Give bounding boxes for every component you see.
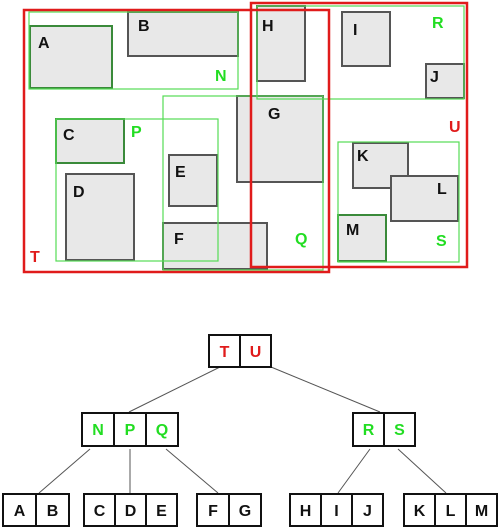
tree-cell-m-label: M — [475, 503, 488, 520]
edge-n-ab — [38, 448, 91, 494]
box-i — [341, 11, 391, 67]
box-f-label: F — [174, 231, 184, 248]
box-l — [390, 175, 459, 222]
group-u-label: U — [449, 119, 461, 136]
tree-cell-s — [383, 412, 416, 447]
tree-cell-t — [208, 334, 241, 368]
box-d-label: D — [73, 184, 85, 201]
tree-cell-r-label: R — [363, 422, 375, 439]
box-m-label: M — [346, 222, 359, 239]
edge-r-hij — [337, 448, 371, 494]
tree-cell-u — [239, 334, 272, 368]
box-e-label: E — [175, 164, 186, 181]
group-n-rect — [28, 11, 239, 90]
tree-node-rs: R S — [352, 412, 416, 447]
tree-leaf-fg: F G — [196, 493, 262, 527]
edge-root-rs — [270, 366, 381, 413]
tree-cell-c-label: C — [94, 503, 106, 520]
box-l-label: L — [437, 181, 447, 198]
group-p-rect — [55, 118, 219, 262]
edge-root-npq — [128, 366, 221, 413]
tree-root-node: T U — [208, 334, 272, 368]
group-p-label: P — [131, 124, 142, 141]
tree-cell-k — [403, 493, 436, 527]
tree-view: T U N P Q R S A B — [2, 334, 498, 527]
tree-cell-a-label: A — [14, 503, 26, 520]
box-i-label: I — [353, 22, 357, 39]
group-q-label: Q — [295, 231, 307, 248]
box-j-label: J — [430, 69, 439, 86]
tree-cell-n-label: N — [92, 422, 104, 439]
box-c-label: C — [63, 127, 75, 144]
group-q-rect — [162, 95, 324, 271]
box-b — [127, 11, 239, 57]
edge-q-fg — [165, 448, 219, 494]
tree-cell-e — [145, 493, 178, 527]
box-a — [29, 25, 113, 89]
tree-cell-b — [35, 493, 70, 527]
box-b-label: B — [138, 18, 150, 35]
tree-node-npq: N P Q — [81, 412, 179, 447]
tree-cell-j-label: J — [363, 503, 372, 520]
tree-cell-t-label: T — [220, 344, 230, 361]
group-r-rect — [256, 5, 465, 100]
tree-cell-j — [351, 493, 384, 527]
group-t-rect — [22, 8, 331, 274]
group-s-label: S — [436, 233, 447, 250]
tree-cell-q-label: Q — [156, 422, 168, 439]
group-n-label: N — [215, 68, 227, 85]
box-k-label: K — [357, 148, 369, 165]
tree-cell-l-label: L — [446, 503, 456, 520]
box-e — [168, 154, 218, 207]
tree-cell-d-label: D — [125, 503, 137, 520]
box-d — [65, 173, 135, 261]
edge-s-klm — [397, 448, 447, 494]
tree-cell-k-label: K — [414, 503, 426, 520]
tree-leaf-klm: K L M — [403, 493, 498, 527]
tree-cell-i-label: I — [334, 503, 338, 520]
group-r-label: R — [432, 15, 444, 32]
tree-cell-p-label: P — [125, 422, 136, 439]
box-h-label: H — [262, 18, 274, 35]
box-g-label: G — [268, 106, 280, 123]
tree-leaf-hij: H I J — [289, 493, 384, 527]
tree-cell-h-label: H — [300, 503, 312, 520]
tree-cell-e-label: E — [156, 503, 167, 520]
group-t-label: T — [30, 249, 40, 266]
box-m — [337, 214, 387, 262]
tree-cell-s-label: S — [394, 422, 405, 439]
tree-cell-f-label: F — [208, 503, 218, 520]
box-j — [425, 63, 465, 99]
tree-cell-u-label: U — [250, 344, 262, 361]
tree-cell-i — [320, 493, 353, 527]
box-a-label: A — [38, 35, 50, 52]
tree-leaf-cde: C D E — [83, 493, 178, 527]
tree-leaf-ab: A B — [2, 493, 70, 527]
spatial-view: A B C D E F G H I J K L M N P Q R S T U — [22, 1, 469, 274]
tree-cell-q — [145, 412, 179, 447]
tree-cell-h — [289, 493, 322, 527]
tree-cell-b-label: B — [47, 503, 59, 520]
group-u-rect — [249, 1, 469, 269]
tree-cell-g — [228, 493, 262, 527]
tree-cell-m — [465, 493, 498, 527]
tree-cell-l — [434, 493, 467, 527]
tree-cell-g-label: G — [239, 503, 251, 520]
group-s-rect — [337, 141, 460, 263]
tree-cell-d — [114, 493, 147, 527]
